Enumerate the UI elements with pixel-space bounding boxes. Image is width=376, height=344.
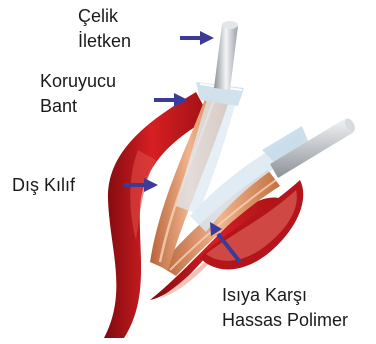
label-heat-sensitive-polymer: Isıya Karşı Hassas Polimer	[222, 283, 348, 333]
label-outer-sheath-line1: Dış Kılıf	[12, 173, 75, 198]
steel-conductor-left	[214, 21, 238, 90]
label-protective-tape-line2: Bant	[40, 94, 116, 119]
label-outer-sheath: Dış Kılıf	[12, 173, 75, 198]
label-heat-sensitive-polymer-line2: Hassas Polimer	[222, 308, 348, 333]
label-steel-conductor: Çelik İletken	[78, 4, 131, 54]
label-steel-conductor-line2: İletken	[78, 29, 131, 54]
label-heat-sensitive-polymer-line1: Isıya Karşı	[222, 283, 348, 308]
label-protective-tape: Koruyucu Bant	[40, 69, 116, 119]
label-steel-conductor-line1: Çelik	[78, 4, 131, 29]
label-protective-tape-line1: Koruyucu	[40, 69, 116, 94]
arrow-steel-conductor	[180, 31, 214, 45]
